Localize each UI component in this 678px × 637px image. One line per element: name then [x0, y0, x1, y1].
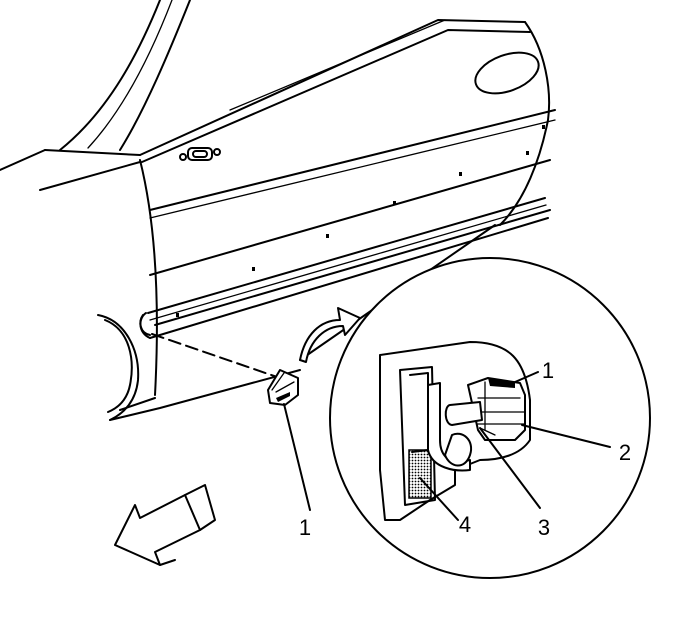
molding-slot-marks [176, 125, 545, 317]
curved-arrow-icon [299, 307, 361, 363]
car-body [0, 0, 556, 421]
callout-detail-clip: 1 [542, 358, 554, 383]
callout-detail-3: 3 [538, 515, 550, 540]
direction-arrow-icon [114, 484, 216, 566]
halftone-insert [408, 449, 432, 499]
fuel-door [474, 51, 540, 95]
leader-detail-2 [521, 424, 611, 448]
callout-detail-2: 2 [619, 440, 631, 465]
leader-detail-3 [479, 427, 541, 509]
clip-leader [151, 333, 281, 379]
leader-detail-4 [419, 477, 459, 521]
door-handle-icon [179, 147, 221, 161]
leader-clip-main [283, 403, 311, 511]
callout-detail-4: 4 [459, 512, 471, 537]
leader-detail-1 [514, 371, 539, 383]
detail-view [329, 257, 651, 579]
molding-clip [267, 369, 299, 406]
callout-clip-main: 1 [299, 515, 311, 540]
